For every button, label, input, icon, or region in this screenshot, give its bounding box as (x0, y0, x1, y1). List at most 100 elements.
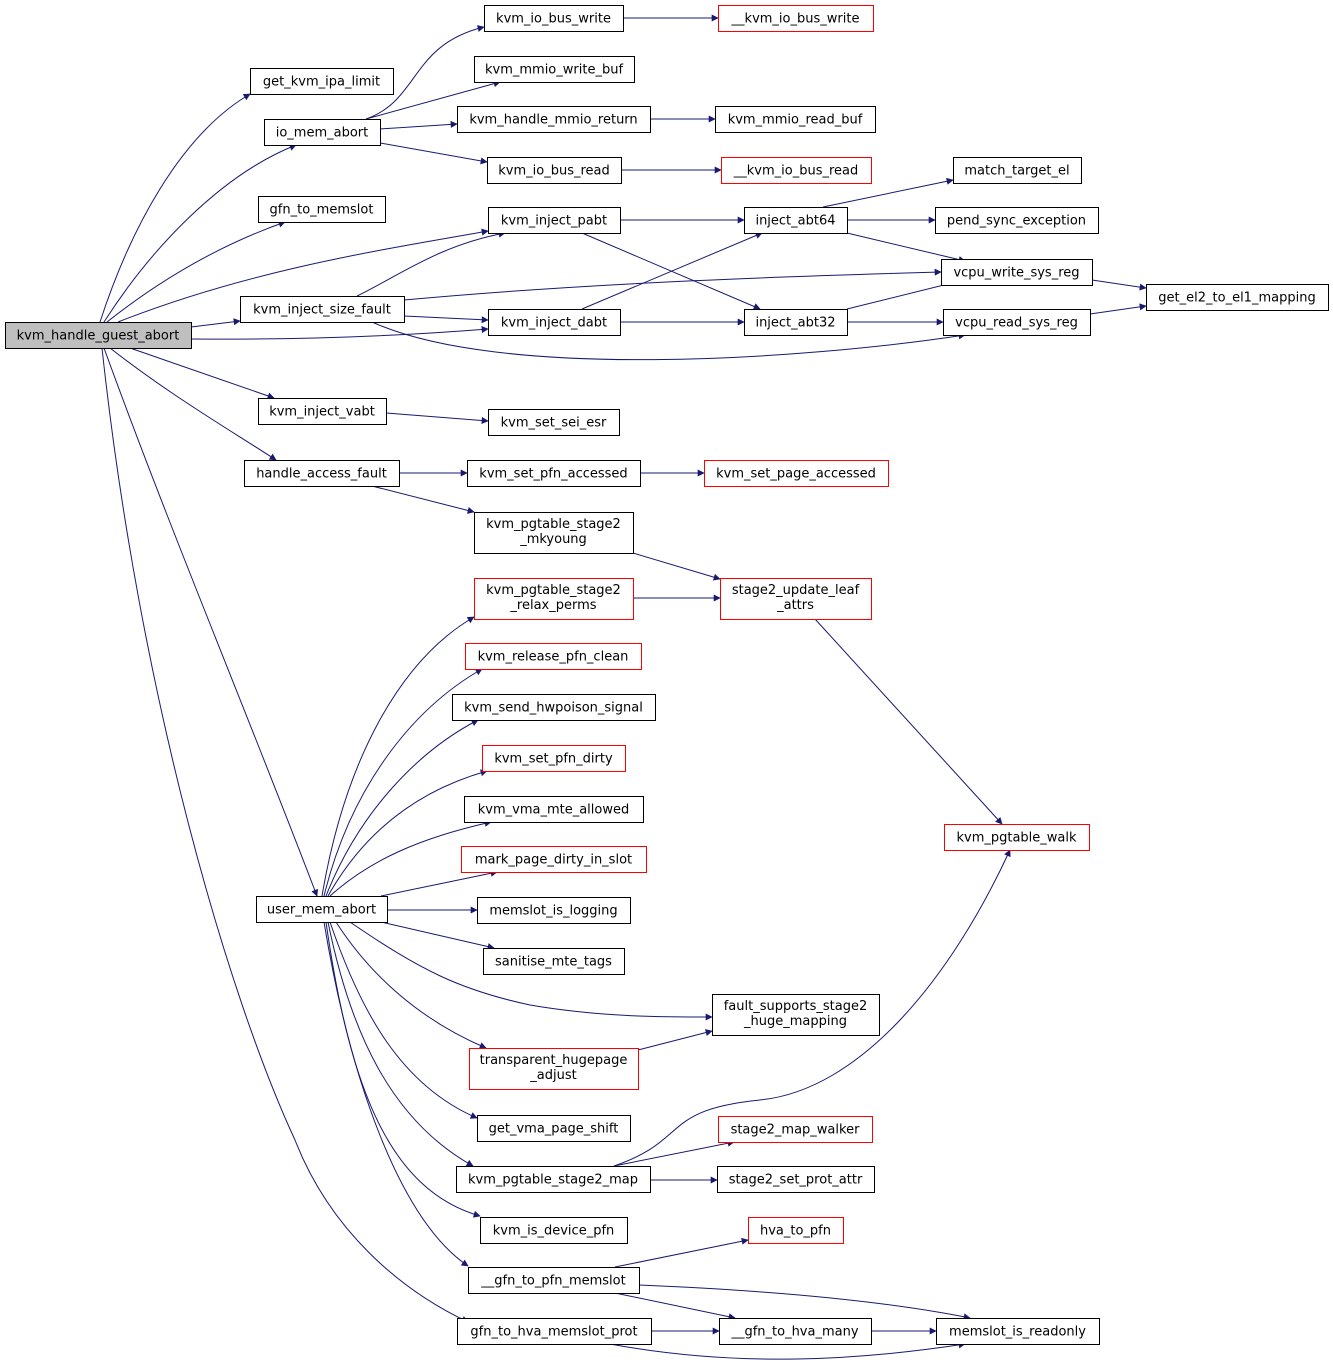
node-sanitise-mte-tags[interactable]: sanitise_mte_tags (483, 948, 625, 975)
node-box[interactable] (935, 207, 1099, 234)
node-vcpu-read-sys-reg[interactable]: vcpu_read_sys_reg (943, 309, 1091, 336)
node-box[interactable] (483, 948, 625, 975)
node-box[interactable] (936, 1318, 1100, 1345)
node-handle-access-fault[interactable]: handle_access_fault (244, 460, 400, 487)
node-kvm-io-bus-write[interactable]: kvm_io_bus_write (484, 5, 624, 32)
node-fault-supports-stage2-huge-mapping[interactable]: fault_supports_stage2_huge_mapping (712, 994, 880, 1036)
node-kvm-pgtable-stage2-map[interactable]: kvm_pgtable_stage2_map (456, 1166, 651, 1193)
node-box[interactable] (712, 994, 880, 1036)
node-box[interactable] (744, 309, 848, 336)
node-box[interactable] (488, 309, 621, 336)
node-box[interactable] (941, 259, 1093, 286)
node-gfn-to-hva-many[interactable]: __gfn_to_hva_many (719, 1318, 872, 1345)
node-box[interactable] (717, 1166, 875, 1193)
node-box[interactable] (5, 322, 192, 349)
node-box[interactable] (474, 578, 634, 620)
node-mark-page-dirty-in-slot[interactable]: mark_page_dirty_in_slot (461, 846, 647, 873)
node-box[interactable] (488, 207, 621, 234)
node-box[interactable] (256, 896, 388, 923)
node-memslot-is-logging[interactable]: memslot_is_logging (477, 897, 631, 924)
node-vcpu-write-sys-reg[interactable]: vcpu_write_sys_reg (941, 259, 1093, 286)
node-box[interactable] (953, 157, 1082, 184)
node-box[interactable] (477, 1115, 631, 1142)
node-get-vma-page-shift[interactable]: get_vma_page_shift (477, 1115, 631, 1142)
node-box[interactable] (457, 1318, 652, 1345)
node-kvm-set-page-accessed[interactable]: kvm_set_page_accessed (704, 460, 889, 487)
node-stage2-update-leaf-attrs[interactable]: stage2_update_leaf_attrs (720, 578, 872, 620)
node-pend-sync-exception[interactable]: pend_sync_exception (935, 207, 1099, 234)
node-kvm-vma-mte-allowed[interactable]: kvm_vma_mte_allowed (464, 796, 644, 823)
node-box[interactable] (461, 846, 647, 873)
node-box[interactable] (488, 409, 620, 436)
node-box[interactable] (718, 5, 874, 32)
node-box[interactable] (744, 207, 848, 234)
node-kvm-inject-pabt[interactable]: kvm_inject_pabt (488, 207, 621, 234)
node-box[interactable] (468, 1267, 640, 1294)
node-match-target-el[interactable]: match_target_el (953, 157, 1082, 184)
node-box[interactable] (250, 68, 394, 95)
node-box[interactable] (464, 796, 644, 823)
node-box[interactable] (943, 309, 1091, 336)
node-transparent-hugepage-adjust[interactable]: transparent_hugepage_adjust (469, 1048, 639, 1090)
node-kvm-io-bus-write[interactable]: __kvm_io_bus_write (718, 5, 874, 32)
node-user-mem-abort[interactable]: user_mem_abort (256, 896, 388, 923)
node-box[interactable] (465, 643, 642, 670)
node-box[interactable] (264, 119, 381, 146)
node-box[interactable] (721, 157, 872, 184)
node-kvm-send-hwpoison-signal[interactable]: kvm_send_hwpoison_signal (452, 694, 656, 721)
node-box[interactable] (704, 460, 889, 487)
node-kvm-mmio-write-buf[interactable]: kvm_mmio_write_buf (474, 56, 635, 83)
node-box[interactable] (480, 1217, 628, 1244)
node-kvm-mmio-read-buf[interactable]: kvm_mmio_read_buf (715, 106, 876, 133)
node-kvm-pgtable-stage2-relax-perms[interactable]: kvm_pgtable_stage2_relax_perms (474, 578, 634, 620)
node-box[interactable] (719, 1318, 872, 1345)
node-box[interactable] (456, 1166, 651, 1193)
node-kvm-io-bus-read[interactable]: kvm_io_bus_read (487, 157, 622, 184)
node-kvm-is-device-pfn[interactable]: kvm_is_device_pfn (480, 1217, 628, 1244)
node-box[interactable] (1146, 284, 1329, 311)
node-box[interactable] (477, 897, 631, 924)
node-box[interactable] (474, 56, 635, 83)
node-box[interactable] (487, 157, 622, 184)
node-box[interactable] (240, 296, 405, 323)
node-box[interactable] (258, 196, 386, 223)
node-kvm-inject-size-fault[interactable]: kvm_inject_size_fault (240, 296, 405, 323)
node-box[interactable] (467, 460, 641, 487)
node-box[interactable] (457, 106, 651, 133)
node-get-kvm-ipa-limit[interactable]: get_kvm_ipa_limit (250, 68, 394, 95)
node-box[interactable] (469, 1048, 639, 1090)
node-stage2-map-walker[interactable]: stage2_map_walker (718, 1116, 873, 1143)
node-kvm-set-sei-esr[interactable]: kvm_set_sei_esr (488, 409, 620, 436)
node-box[interactable] (452, 694, 656, 721)
node-gfn-to-pfn-memslot[interactable]: __gfn_to_pfn_memslot (468, 1267, 640, 1294)
node-kvm-set-pfn-accessed[interactable]: kvm_set_pfn_accessed (467, 460, 641, 487)
node-kvm-inject-vabt[interactable]: kvm_inject_vabt (258, 398, 387, 425)
node-box[interactable] (244, 460, 400, 487)
node-inject-abt32[interactable]: inject_abt32 (744, 309, 848, 336)
node-box[interactable] (718, 1116, 873, 1143)
node-hva-to-pfn[interactable]: hva_to_pfn (748, 1217, 844, 1244)
node-kvm-set-pfn-dirty[interactable]: kvm_set_pfn_dirty (482, 745, 626, 772)
node-kvm-pgtable-stage2-mkyoung[interactable]: kvm_pgtable_stage2_mkyoung (474, 512, 634, 554)
node-gfn-to-memslot[interactable]: gfn_to_memslot (258, 196, 386, 223)
node-box[interactable] (748, 1217, 844, 1244)
node-stage2-set-prot-attr[interactable]: stage2_set_prot_attr (717, 1166, 875, 1193)
node-root[interactable]: kvm_handle_guest_abort (5, 322, 192, 349)
node-box[interactable] (474, 512, 634, 554)
node-box[interactable] (482, 745, 626, 772)
node-kvm-handle-mmio-return[interactable]: kvm_handle_mmio_return (457, 106, 651, 133)
node-gfn-to-hva-memslot-prot[interactable]: gfn_to_hva_memslot_prot (457, 1318, 652, 1345)
node-box[interactable] (715, 106, 876, 133)
node-get-el2-to-el1-mapping[interactable]: get_el2_to_el1_mapping (1146, 284, 1329, 311)
node-box[interactable] (944, 824, 1090, 851)
node-box[interactable] (720, 578, 872, 620)
node-kvm-inject-dabt[interactable]: kvm_inject_dabt (488, 309, 621, 336)
node-inject-abt64[interactable]: inject_abt64 (744, 207, 848, 234)
node-io-mem-abort[interactable]: io_mem_abort (264, 119, 381, 146)
node-kvm-release-pfn-clean[interactable]: kvm_release_pfn_clean (465, 643, 642, 670)
node-box[interactable] (258, 398, 387, 425)
node-box[interactable] (484, 5, 624, 32)
node-kvm-io-bus-read[interactable]: __kvm_io_bus_read (721, 157, 872, 184)
node-memslot-is-readonly[interactable]: memslot_is_readonly (936, 1318, 1100, 1345)
node-kvm-pgtable-walk[interactable]: kvm_pgtable_walk (944, 824, 1090, 851)
